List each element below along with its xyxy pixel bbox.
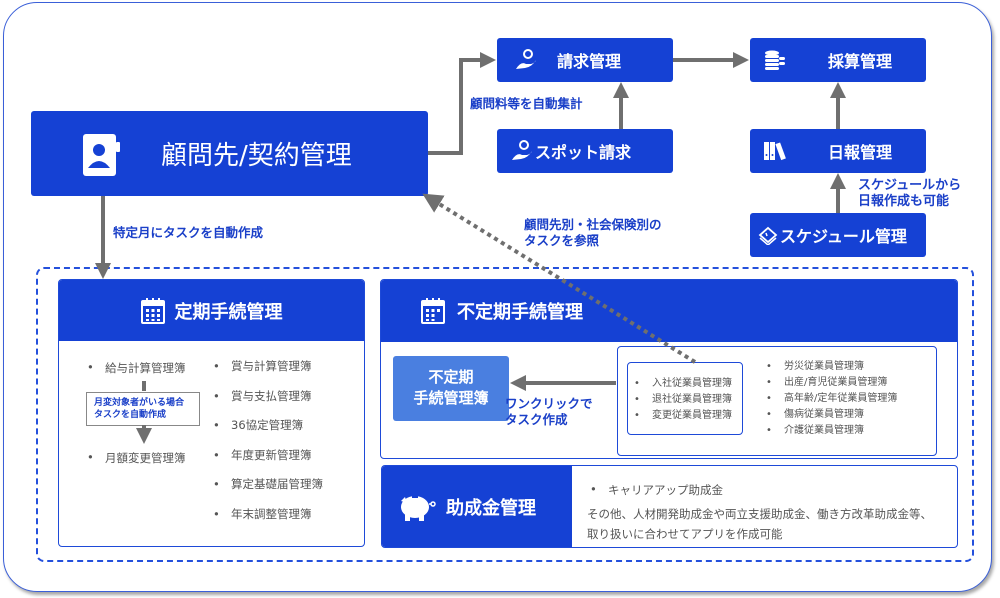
note-schedule-to-report: スケジュールから 日報作成も可能 bbox=[858, 178, 961, 210]
list-item[interactable]: 変更従業員管理簿 bbox=[630, 408, 732, 424]
schedule-box[interactable]: スケジュール管理 bbox=[750, 213, 926, 257]
condition-line: 月変対象者がいる場合 bbox=[94, 398, 185, 408]
note-line: スケジュールから bbox=[858, 178, 962, 193]
employee-ledger-group: 入社従業員管理簿退社従業員管理簿変更従業員管理簿 労災従業員管理簿出産/育児従業… bbox=[617, 346, 937, 456]
notebook-stack-icon bbox=[758, 225, 778, 245]
irregular-procedures-title: 不定期手続管理 bbox=[457, 302, 583, 323]
subsidy-header[interactable]: 助成金管理 bbox=[382, 466, 572, 547]
ledger-line: 手続管理簿 bbox=[413, 389, 489, 407]
note-line: タスクを参照 bbox=[524, 233, 600, 248]
calendar-icon bbox=[140, 297, 165, 324]
subsidy-description: その他、人材開発助成金や両立支援助成金、働き方改革助成金等、 取り扱いに合わせて… bbox=[587, 504, 932, 544]
daily-report-box[interactable]: 日報管理 bbox=[750, 129, 926, 173]
list-item[interactable]: 退社従業員管理簿 bbox=[630, 392, 732, 408]
note-line: ワンクリックで bbox=[505, 396, 593, 411]
billing-title: 請求管理 bbox=[557, 52, 622, 71]
condition-line: タスクを自動作成 bbox=[94, 410, 167, 420]
daily-report-title: 日報管理 bbox=[828, 143, 893, 162]
monthly-change-condition-box: 月変対象者がいる場合 タスクを自動作成 bbox=[86, 392, 200, 426]
hand-coin-icon bbox=[511, 140, 533, 162]
binders-icon bbox=[764, 141, 786, 161]
regular-procedures-panel: 定期手続管理 給与計算管理簿 月変対象者がいる場合 タスクを自動作成 月額変更管… bbox=[58, 279, 365, 547]
note-line: 顧問先別・社会保険別の bbox=[524, 217, 662, 232]
billing-box[interactable]: 請求管理 bbox=[497, 38, 673, 82]
note-reference-tasks: 顧問先別・社会保険別の タスクを参照 bbox=[524, 217, 662, 249]
contact-card-icon bbox=[83, 132, 121, 176]
spot-billing-box[interactable]: スポット請求 bbox=[497, 129, 673, 173]
list-item[interactable]: 月額変更管理簿 bbox=[83, 450, 186, 466]
list-item[interactable]: 賞与計算管理簿 bbox=[209, 352, 323, 382]
irregular-procedures-panel: 不定期手続管理 不定期 手続管理簿 ワンクリックで タスク作成 入社従業員管理簿… bbox=[380, 279, 958, 459]
list-item[interactable]: 年末調整管理簿 bbox=[209, 500, 323, 530]
list-item[interactable]: キャリアアップ助成金 bbox=[586, 482, 723, 498]
profit-title: 採算管理 bbox=[828, 52, 893, 71]
ledger-line: 不定期 bbox=[428, 368, 474, 386]
list-item[interactable]: 36協定管理簿 bbox=[209, 411, 323, 441]
piggy-bank-icon bbox=[398, 492, 438, 522]
list-item[interactable]: 年度更新管理簿 bbox=[209, 441, 323, 471]
list-item[interactable]: 介護従業員管理簿 bbox=[762, 423, 897, 439]
coin-stack-icon bbox=[764, 49, 786, 71]
irregular-ledger-box[interactable]: 不定期 手続管理簿 bbox=[393, 356, 509, 421]
inner-ledger-list: 入社従業員管理簿退社従業員管理簿変更従業員管理簿 bbox=[630, 376, 732, 424]
note-one-click: ワンクリックで タスク作成 bbox=[505, 396, 593, 428]
regular-left-top-list: 給与計算管理簿 bbox=[83, 360, 186, 376]
regular-procedures-title: 定期手続管理 bbox=[174, 301, 283, 323]
outer-ledger-list: 労災従業員管理簿出産/育児従業員管理簿高年齢/定年従業員管理簿傷病従業員管理簿介… bbox=[762, 359, 897, 439]
description-line: その他、人材開発助成金や両立支援助成金、働き方改革助成金等、 bbox=[587, 507, 932, 521]
list-item[interactable]: 傷病従業員管理簿 bbox=[762, 407, 897, 423]
hand-coin-icon bbox=[515, 49, 537, 71]
spot-billing-title: スポット請求 bbox=[535, 143, 632, 162]
client-contract-title: 顧問先/契約管理 bbox=[161, 141, 352, 171]
list-item[interactable]: 高年齢/定年従業員管理簿 bbox=[762, 391, 897, 407]
note-auto-aggregate: 顧問料等を自動集計 bbox=[470, 96, 583, 111]
list-item[interactable]: 給与計算管理簿 bbox=[83, 360, 186, 376]
employee-core-group: 入社従業員管理簿退社従業員管理簿変更従業員管理簿 bbox=[627, 362, 743, 435]
note-monthly-task: 特定月にタスクを自動作成 bbox=[113, 225, 264, 240]
subsidy-list: キャリアアップ助成金 bbox=[586, 482, 723, 498]
calendar-icon bbox=[421, 298, 445, 324]
list-item[interactable]: 労災従業員管理簿 bbox=[762, 359, 897, 375]
list-item[interactable]: 入社従業員管理簿 bbox=[630, 376, 732, 392]
irregular-procedures-header[interactable]: 不定期手続管理 bbox=[381, 280, 957, 342]
schedule-title: スケジュール管理 bbox=[780, 227, 907, 246]
list-item[interactable]: 出産/育児従業員管理簿 bbox=[762, 375, 897, 391]
regular-left-bottom-list: 月額変更管理簿 bbox=[83, 450, 186, 466]
client-contract-box[interactable]: 顧問先/契約管理 bbox=[31, 111, 428, 196]
profit-box[interactable]: 採算管理 bbox=[750, 38, 926, 82]
note-line: タスク作成 bbox=[505, 412, 568, 427]
list-item[interactable]: 賞与支払管理簿 bbox=[209, 382, 323, 412]
regular-right-list: 賞与計算管理簿賞与支払管理簿36協定管理簿年度更新管理簿算定基礎届管理簿年末調整… bbox=[209, 352, 323, 529]
subsidy-panel: 助成金管理 キャリアアップ助成金 その他、人材開発助成金や両立支援助成金、働き方… bbox=[381, 465, 958, 548]
subsidy-title: 助成金管理 bbox=[446, 497, 536, 519]
description-line: 取り扱いに合わせてアプリを作成可能 bbox=[587, 527, 783, 541]
note-line: 日報作成も可能 bbox=[858, 194, 950, 209]
list-item[interactable]: 算定基礎届管理簿 bbox=[209, 470, 323, 500]
regular-procedures-header[interactable]: 定期手続管理 bbox=[59, 280, 364, 341]
